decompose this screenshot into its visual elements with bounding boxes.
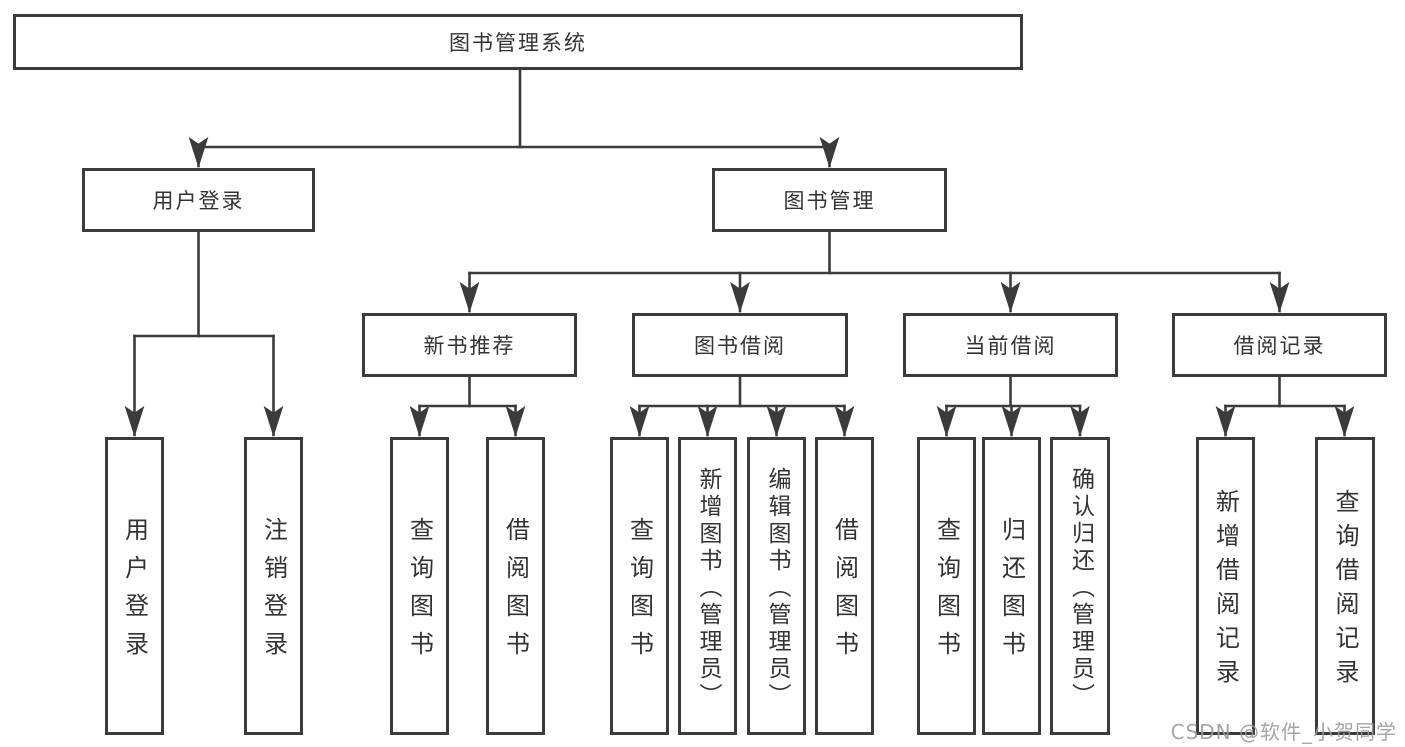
leaf-logout: 注销登录 <box>244 437 303 735</box>
leaf-cb-query-book: 查询图书 <box>917 437 976 735</box>
leaf-cb-return-book-label: 归还图书 <box>997 517 1026 669</box>
leaf-user-login: 用户登录 <box>105 437 164 735</box>
node-book-management-label: 图书管理 <box>783 189 876 213</box>
leaf-bb-borrow-book-label: 借阅图书 <box>830 517 859 669</box>
leaf-br-add-record-label: 新增借阅记录 <box>1211 489 1240 693</box>
leaf-bb-edit-book-label: 编辑图书（管理员） <box>764 466 790 710</box>
csdn-watermark: CSDN @软件_小贺同学 <box>1170 720 1397 744</box>
leaf-br-query-record: 查询借阅记录 <box>1315 437 1375 735</box>
leaf-bb-borrow-book: 借阅图书 <box>815 437 874 735</box>
leaf-nbr-borrow-book-label: 借阅图书 <box>501 517 530 669</box>
leaf-bb-query-book-label: 查询图书 <box>625 517 654 669</box>
leaf-bb-edit-book: 编辑图书（管理员） <box>747 437 806 735</box>
node-new-book-recommend: 新书推荐 <box>362 313 577 377</box>
leaf-nbr-borrow-book: 借阅图书 <box>486 437 545 735</box>
node-book-borrow-label: 图书借阅 <box>694 334 786 358</box>
node-borrow-record: 借阅记录 <box>1172 313 1387 377</box>
node-borrow-record-label: 借阅记录 <box>1233 334 1326 358</box>
node-user-login-label: 用户登录 <box>152 189 245 213</box>
leaf-cb-return-book: 归还图书 <box>982 437 1041 735</box>
node-book-management: 图书管理 <box>712 168 947 232</box>
leaf-nbr-query-book: 查询图书 <box>390 437 449 735</box>
leaf-cb-query-book-label: 查询图书 <box>932 517 961 669</box>
leaf-bb-add-book: 新增图书（管理员） <box>678 437 737 735</box>
leaf-br-add-record: 新增借阅记录 <box>1196 437 1255 735</box>
leaf-user-login-label: 用户登录 <box>120 517 149 669</box>
node-root-label: 图书管理系统 <box>449 31 587 55</box>
leaf-cb-confirm-return: 确认归还（管理员） <box>1050 437 1110 735</box>
node-root: 图书管理系统 <box>13 14 1023 70</box>
node-current-borrow: 当前借阅 <box>903 313 1118 377</box>
leaf-cb-confirm-return-label: 确认归还（管理员） <box>1067 466 1094 710</box>
node-new-book-recommend-label: 新书推荐 <box>423 334 516 358</box>
node-book-borrow: 图书借阅 <box>632 313 848 377</box>
leaf-logout-label: 注销登录 <box>259 517 288 669</box>
leaf-nbr-query-book-label: 查询图书 <box>405 517 434 669</box>
leaf-br-query-record-label: 查询借阅记录 <box>1331 489 1359 693</box>
node-current-borrow-label: 当前借阅 <box>964 334 1057 358</box>
node-user-login: 用户登录 <box>82 168 315 232</box>
leaf-bb-query-book: 查询图书 <box>610 437 669 735</box>
leaf-bb-add-book-label: 新增图书（管理员） <box>695 466 721 710</box>
